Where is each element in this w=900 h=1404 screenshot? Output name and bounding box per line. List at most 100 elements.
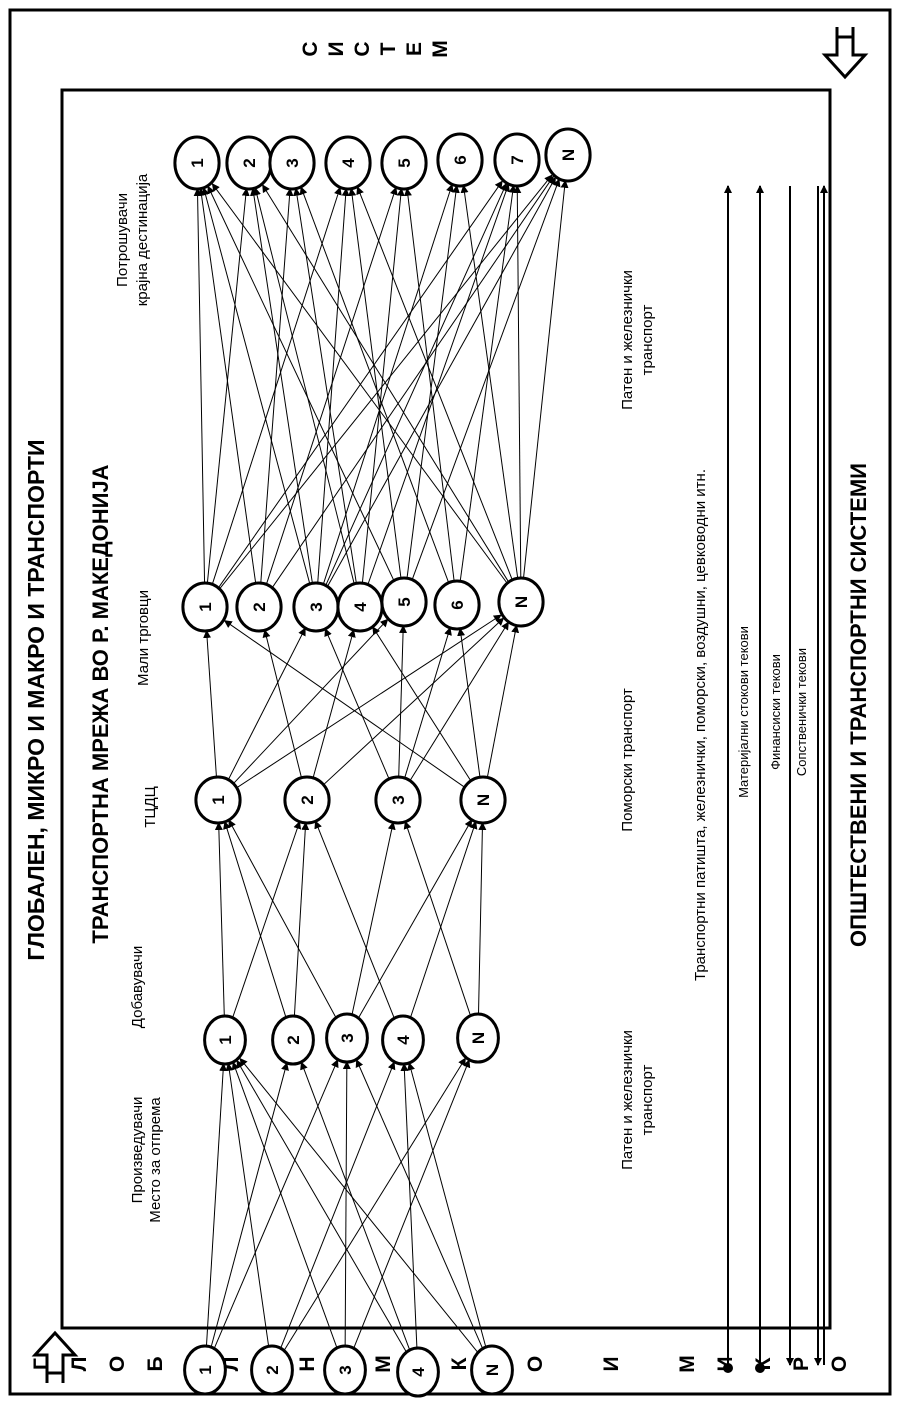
node-col4-3: 4 (324, 135, 372, 191)
node-col1-1: 2 (271, 1014, 315, 1066)
node-label: 2 (298, 795, 317, 804)
flow-edge (262, 629, 303, 781)
node-col0-3: 4 (396, 1346, 440, 1398)
flow-edge (211, 183, 509, 585)
flow-edge (408, 621, 509, 783)
node-col2-3: N (459, 775, 507, 825)
flow-edge (403, 820, 472, 1018)
node-col3-6: N (497, 576, 545, 628)
flow-edge (231, 618, 389, 786)
flow-edge (403, 187, 455, 584)
flow-edge (403, 627, 452, 781)
node-label: 2 (263, 1365, 282, 1374)
node-label: 3 (283, 158, 302, 167)
node-col4-7: N (544, 127, 592, 183)
node-col0-0: 1 (183, 1344, 227, 1396)
outer-title: ГЛОБАЛЕН, МИКРО И МАКРО И ТРАНСПОРТИ (23, 439, 49, 960)
flow-line-financial (755, 185, 765, 1373)
transport-label-road-rail-2-line2: транспорт (639, 305, 656, 376)
flow-edge (409, 820, 478, 1020)
node-col4-5: 6 (436, 132, 484, 188)
flow-edge (282, 1057, 466, 1352)
node-label: 1 (196, 1365, 215, 1374)
column-label-consumers: Потрошувачи (114, 193, 131, 287)
node-label: 2 (284, 1035, 303, 1044)
flow-edge (293, 821, 310, 1019)
node-col4-1: 2 (225, 135, 273, 191)
flow-edge (352, 1059, 471, 1351)
node-col3-5: 6 (433, 579, 481, 631)
flow-edge (324, 628, 391, 782)
flow-edge (228, 819, 338, 1020)
flow-edge (216, 180, 503, 590)
side-letter: С (299, 41, 322, 56)
flow-edge (223, 620, 467, 789)
side-letter: М (429, 40, 452, 58)
flow-label-ownership: Сопственички текови (794, 648, 809, 776)
flow-edge (372, 626, 473, 783)
flow-edge (300, 1061, 411, 1352)
node-col3-4: 5 (380, 576, 428, 628)
flow-edge (249, 187, 314, 586)
flow-edge (356, 186, 514, 583)
node-label: 1 (188, 158, 207, 167)
node-col2-2: 3 (374, 775, 422, 825)
inner-frame (60, 88, 832, 1330)
flow-edge (477, 821, 487, 1017)
column-sublabel-producers: Место за отпрема (147, 1097, 164, 1223)
side-letter: Н (296, 1356, 319, 1371)
node-label: 3 (338, 1033, 357, 1042)
column-sublabel-consumers: крајна дестинација (134, 173, 151, 306)
side-letter: Т (377, 42, 400, 55)
flow-edge (223, 820, 288, 1020)
node-col2-1: 2 (283, 775, 331, 825)
side-letter: Е (403, 42, 426, 56)
node-col2-0: 1 (194, 775, 242, 825)
flow-edge (314, 820, 396, 1021)
flow-edge (299, 186, 450, 585)
flow-edge (279, 1061, 396, 1351)
node-label: 5 (395, 158, 414, 167)
flow-edge (260, 187, 294, 586)
node-label: 4 (394, 1035, 413, 1045)
corner-arrow-icon-bottom-left (31, 1330, 79, 1383)
flow-edge (513, 184, 522, 581)
node-label: 7 (508, 155, 527, 164)
flow-edge (265, 186, 398, 587)
node-label: 2 (250, 602, 269, 611)
flow-edge (231, 820, 302, 1020)
node-label: 4 (351, 602, 370, 612)
flow-edge (361, 187, 405, 586)
flow-edge (357, 819, 473, 1020)
flow-edge (193, 187, 206, 586)
flow-edge (225, 1062, 270, 1349)
flow-edge (226, 627, 306, 782)
side-letter: М (676, 1355, 699, 1373)
flow-edge (317, 187, 350, 586)
column-label-producers: Произведувачи (129, 1097, 146, 1204)
flow-edge (457, 627, 481, 780)
flow-line-material (723, 185, 733, 1373)
node-col1-3: 4 (381, 1014, 425, 1066)
flow-edge (407, 1062, 487, 1350)
node-col4-4: 5 (380, 135, 428, 191)
flow-edge (235, 614, 502, 790)
outer-frame (8, 8, 892, 1396)
node-col0-4: N (470, 1344, 514, 1396)
column-label-distribution: ТЦДЦ (142, 786, 159, 828)
node-label: 3 (389, 795, 408, 804)
node-col4-6: 7 (493, 132, 541, 188)
node-col3-1: 2 (235, 581, 283, 633)
flow-edge (236, 1059, 408, 1354)
flow-edge (486, 624, 520, 780)
network-edges (193, 174, 569, 1354)
flow-edge (214, 821, 225, 1019)
node-label: 4 (339, 158, 358, 168)
node-col3-2: 3 (292, 581, 340, 633)
flow-edge (201, 187, 311, 587)
node-label: 2 (240, 158, 259, 167)
flow-edge (205, 1062, 228, 1349)
side-letter: О (106, 1356, 129, 1372)
